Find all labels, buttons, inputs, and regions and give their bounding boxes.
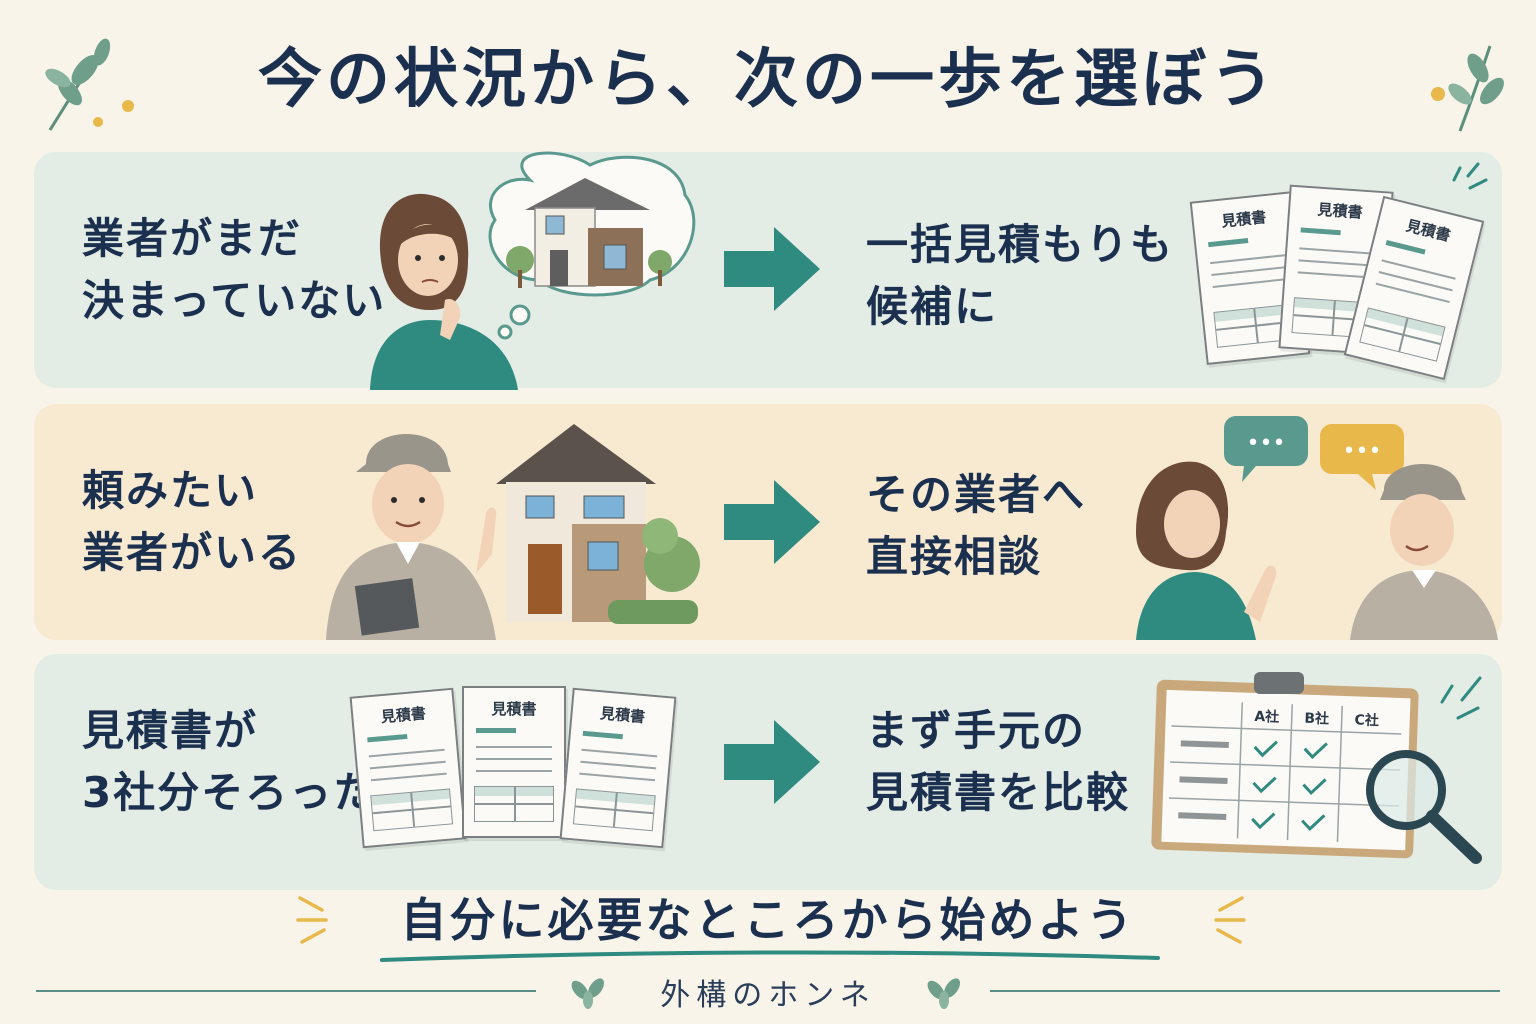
sparkle-icon	[296, 896, 328, 944]
speech-bubble-text: •••	[1343, 439, 1382, 464]
estimate-document: 見積書	[462, 686, 566, 838]
thinking-woman-illustration	[370, 151, 696, 390]
column-a-label: A社	[1254, 708, 1279, 726]
row3-action-label: まず手元の 見積書を比較	[866, 700, 1130, 824]
row2-situation-line1: 頼みたい	[82, 466, 259, 515]
row3-situation-label: 見積書が 3社分そろった	[82, 700, 377, 824]
document-title: 見積書	[380, 704, 427, 727]
consultation-illustration: ••• •••	[1136, 416, 1498, 640]
leaf-icon	[571, 978, 604, 1009]
row2-action-line2: 直接相談	[866, 532, 1043, 581]
row2-action-label: その業者へ 直接相談	[866, 464, 1086, 588]
row1-situation-line2: 決まっていない	[82, 276, 387, 325]
document-title: 見積書	[1220, 208, 1268, 231]
document-title: 見積書	[599, 704, 646, 727]
document-title: 見積書	[1317, 200, 1364, 222]
row1-action-line2: 候補に	[866, 282, 999, 331]
row1-action-line1: 一括見積もりも	[866, 220, 1175, 269]
contractor-pointing-illustration	[326, 424, 700, 640]
sparkle-icon	[1452, 162, 1488, 190]
row3-situation-line1: 見積書が	[82, 706, 259, 755]
divider-left	[36, 990, 536, 992]
row3-situation-line2: 3社分そろった	[82, 768, 378, 817]
arrow-right-icon	[724, 480, 820, 564]
column-c-label: C社	[1354, 711, 1379, 729]
comparison-clipboard-illustration: A社 B社 C社	[1151, 672, 1482, 864]
leaf-decoration-icon	[1431, 45, 1504, 132]
column-b-label: B社	[1304, 710, 1329, 728]
row3-action-line1: まず手元の	[866, 706, 1087, 755]
sparkle-icon	[1214, 896, 1246, 944]
brand-name: 外構のホンネ	[660, 978, 876, 1013]
divider-right	[990, 990, 1500, 992]
row2-action-line1: その業者へ	[866, 470, 1087, 519]
speech-bubble-text: •••	[1247, 431, 1286, 456]
row3-action-line2: 見積書を比較	[866, 768, 1131, 817]
estimate-document: 見積書	[559, 687, 677, 849]
row1-situation-line1: 業者がまだ	[82, 214, 303, 263]
arrow-right-icon	[724, 720, 820, 804]
row1-action-label: 一括見積もりも 候補に	[866, 214, 1174, 338]
footer-message: 自分に必要なところから始めよう	[400, 893, 1136, 947]
leaf-decoration-icon	[45, 38, 134, 131]
row2-situation-label: 頼みたい 業者がいる	[82, 460, 302, 584]
leaf-icon	[927, 978, 960, 1009]
document-title: 見積書	[491, 700, 537, 718]
underline-swoosh	[380, 950, 1160, 962]
row1-situation-label: 業者がまだ 決まっていない	[82, 208, 386, 332]
page-title: 今の状況から、次の一歩を選ぼう	[258, 43, 1278, 117]
estimate-document: 見積書	[349, 687, 467, 849]
arrow-right-icon	[724, 227, 820, 311]
row2-situation-line2: 業者がいる	[82, 528, 303, 577]
